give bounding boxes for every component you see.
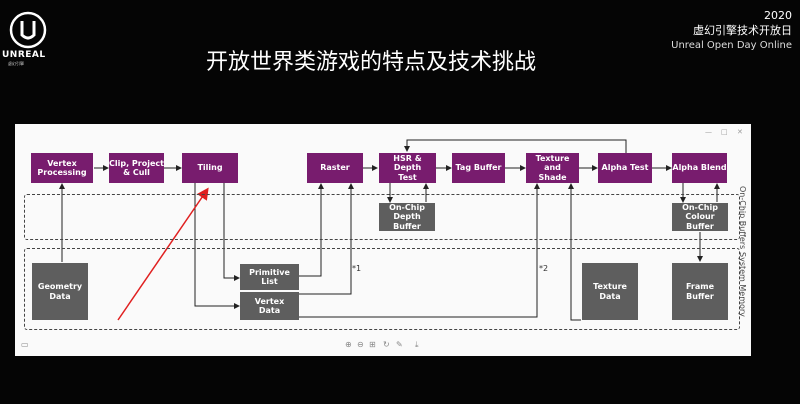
tag-buffer-node: Tag Buffer <box>452 153 505 183</box>
onchip-buffers-region <box>24 194 740 240</box>
event-name-en: Unreal Open Day Online <box>671 40 792 51</box>
sidebar-toggle-icon[interactable]: ▭ <box>21 340 29 349</box>
frame-buffer-node: Frame Buffer <box>672 263 728 320</box>
clip-project-cull-node: Clip, Project & Cull <box>109 153 164 183</box>
primitive-list-node: Primitive List <box>240 264 299 290</box>
logo-text: UNREAL <box>2 50 46 60</box>
note-1: *1 <box>352 264 362 273</box>
vertex-processing-node: Vertex Processing <box>31 153 93 183</box>
unreal-logo-icon <box>9 11 47 49</box>
geometry-data-node: Geometry Data <box>32 263 88 320</box>
raster-node: Raster <box>307 153 363 183</box>
tiling-node: Tiling <box>182 153 238 183</box>
alpha-blend-node: Alpha Blend <box>672 153 727 183</box>
vertex-data-node: Vertex Data <box>240 292 299 320</box>
rotate-icon[interactable]: ↻ <box>383 340 390 349</box>
texture-shade-node: Texture and Shade <box>526 153 579 183</box>
logo-subtext: 虚幻引擎 <box>8 61 24 66</box>
hsr-depth-test-node: HSR & Depth Test <box>379 153 436 183</box>
onchip-depth-buffer-node: On-Chip Depth Buffer <box>379 203 435 231</box>
minimize-icon[interactable]: — <box>705 128 712 136</box>
texture-data-node: Texture Data <box>582 263 638 320</box>
diagram-panel: — □ ✕ <box>15 124 751 356</box>
alpha-test-node: Alpha Test <box>598 153 652 183</box>
onchip-buffers-label: On-Chip Buffers <box>738 186 747 250</box>
zoom-out-icon[interactable]: ⊖ <box>357 340 364 349</box>
event-year: 2020 <box>764 9 792 22</box>
pen-icon[interactable]: ✎ <box>396 340 403 349</box>
slide-title: 开放世界类游戏的特点及技术挑战 <box>206 50 537 75</box>
download-icon[interactable]: ⤓ <box>415 340 419 349</box>
close-icon[interactable]: ✕ <box>737 128 743 136</box>
note-2: *2 <box>539 264 549 273</box>
event-badge: 2020 虚幻引擎技术开放日 Unreal Open Day Online <box>671 8 792 53</box>
fit-icon[interactable]: ⊞ <box>369 340 376 349</box>
zoom-in-icon[interactable]: ⊕ <box>345 340 352 349</box>
event-name-cn: 虚幻引擎技术开放日 <box>693 24 792 37</box>
maximize-icon[interactable]: □ <box>721 128 728 136</box>
pipeline-connectors <box>59 139 720 321</box>
system-memory-region <box>24 248 740 330</box>
onchip-colour-buffer-node: On-Chip Colour Buffer <box>672 203 728 231</box>
system-memory-label: System Memory <box>738 252 747 317</box>
